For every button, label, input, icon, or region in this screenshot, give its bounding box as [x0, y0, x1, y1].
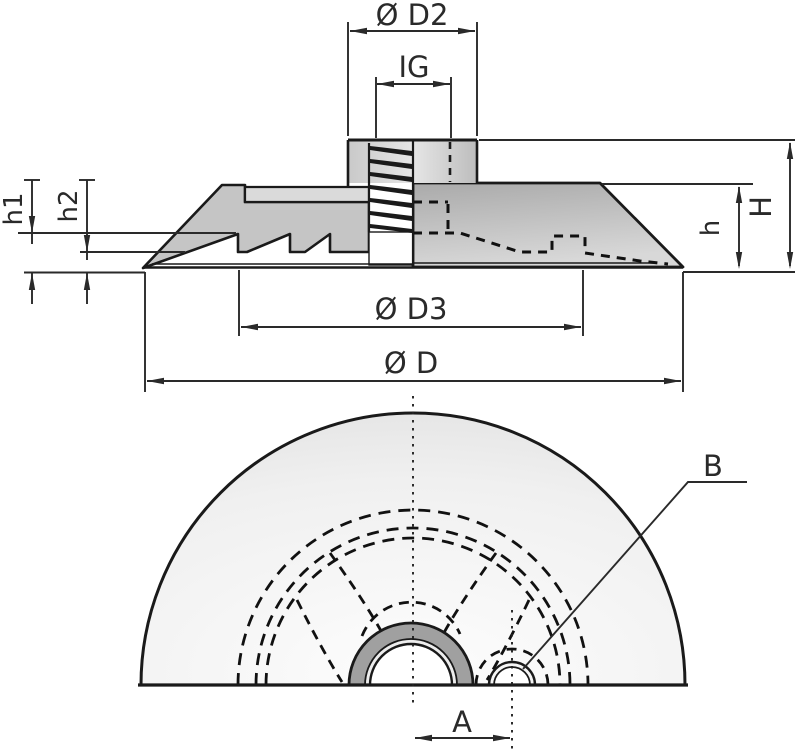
dimension-d3-arrows [241, 323, 581, 331]
cup-right-exterior [411, 181, 685, 269]
dim-label-a: A [452, 705, 472, 739]
cross-section-view: Ø D2 IG h1 h2 [0, 0, 795, 392]
dimension-a-arrows [415, 734, 510, 742]
hidden-contour-dashes [413, 200, 669, 266]
dim-label-d3: Ø D3 [375, 292, 448, 326]
dimension-h1-h2-arrows [28, 216, 91, 290]
dim-label-d: Ø D [384, 346, 438, 380]
dimension-ig [375, 77, 452, 138]
dimension-d2-arrows [350, 27, 475, 35]
thread-bars [370, 146, 412, 233]
dim-label-b: B [703, 449, 723, 483]
dim-label-d2: Ø D2 [376, 0, 449, 32]
dim-label-h2: h2 [54, 189, 84, 222]
dimension-d-arrows [147, 377, 681, 385]
insert-flange [243, 185, 371, 204]
dimension-d2 [347, 22, 478, 136]
dim-label-h: h [696, 220, 726, 236]
dimension-ig-arrows [377, 80, 450, 88]
dim-label-h1: h1 [0, 192, 29, 225]
dim-label-ig: IG [398, 50, 429, 84]
dimension-d [144, 272, 684, 392]
centerlines-dotted [412, 396, 513, 751]
dim-label-H: H [744, 196, 778, 218]
hole-b-leader-line [522, 481, 747, 670]
dimension-d3 [238, 270, 584, 336]
hidden-rib-arcs [236, 508, 590, 686]
dimension-H-h-arrows [735, 142, 794, 269]
insert-bore-slot [368, 231, 414, 266]
bottom-view: B A [138, 396, 747, 751]
